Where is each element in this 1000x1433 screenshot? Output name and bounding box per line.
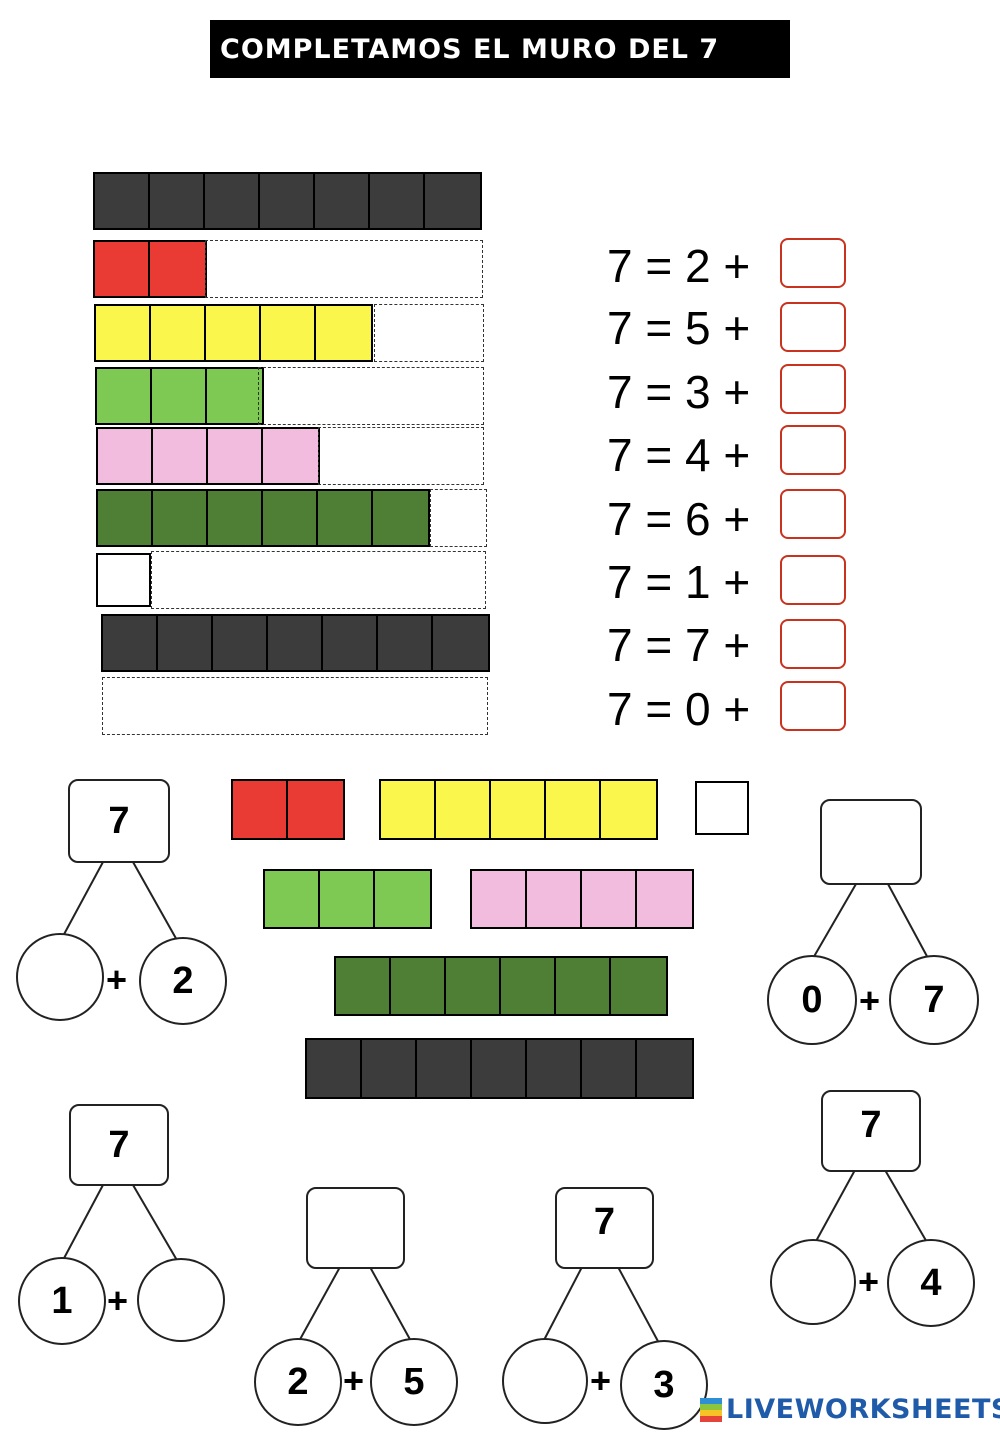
tree-left-circle[interactable]: 2: [254, 1338, 342, 1426]
tree-right-circle[interactable]: 4: [887, 1239, 975, 1327]
plus-sign: +: [343, 1360, 365, 1401]
piece-bar-6[interactable]: [334, 956, 668, 1016]
piece-bar-7[interactable]: [305, 1038, 694, 1099]
tree-left-circle[interactable]: [16, 933, 104, 1021]
tree-top-box[interactable]: 7: [555, 1187, 654, 1269]
equation-text: 7 = 0 +: [607, 683, 751, 735]
answer-box[interactable]: [780, 425, 846, 475]
tree-left-circle[interactable]: 0: [767, 955, 857, 1045]
wall-bar-7[interactable]: [101, 614, 490, 672]
equation-text: 7 = 3 +: [607, 366, 751, 418]
plus-sign: +: [590, 1360, 612, 1401]
answer-box[interactable]: [780, 555, 846, 605]
brand-logo: LIVEWORKSHEETS: [700, 1394, 1000, 1425]
piece-bar-3[interactable]: [263, 869, 432, 929]
equation-text: 7 = 7 +: [607, 619, 751, 671]
wall-bar-1[interactable]: [96, 553, 151, 607]
equation-text: 7 = 4 +: [607, 429, 751, 481]
wall-slot-4[interactable]: [258, 367, 484, 425]
piece-bar-1[interactable]: [695, 781, 749, 835]
plus-sign: +: [858, 1261, 880, 1302]
wall-slot-3[interactable]: [318, 427, 484, 485]
wall-bar-6[interactable]: [96, 489, 430, 547]
tree-left-circle[interactable]: [502, 1338, 588, 1424]
brand-name: LIVEWORKSHEETS: [726, 1394, 1000, 1425]
wall-bar-3[interactable]: [95, 367, 264, 425]
page-title: COMPLETAMOS EL MURO DEL 7: [210, 20, 790, 78]
tree-right-circle[interactable]: 3: [620, 1340, 708, 1430]
tree-top-box[interactable]: 7: [821, 1090, 921, 1172]
answer-box[interactable]: [780, 238, 846, 288]
plus-sign: +: [106, 959, 128, 1000]
answer-box[interactable]: [780, 681, 846, 731]
tree-right-circle[interactable]: 7: [889, 955, 979, 1045]
piece-bar-4[interactable]: [470, 869, 694, 929]
tree-right-circle[interactable]: [137, 1258, 225, 1342]
tree-left-circle[interactable]: 1: [18, 1257, 106, 1345]
answer-box[interactable]: [780, 619, 846, 669]
answer-box[interactable]: [780, 489, 846, 539]
wall-slot-2[interactable]: [374, 304, 484, 362]
plus-sign: +: [859, 980, 881, 1021]
equation-text: 7 = 6 +: [607, 493, 751, 545]
wall-bar-4[interactable]: [96, 427, 320, 485]
answer-box[interactable]: [780, 302, 846, 352]
piece-bar-5[interactable]: [379, 779, 658, 840]
plus-sign: +: [107, 1280, 129, 1321]
tree-top-box[interactable]: 7: [69, 1104, 169, 1186]
equation-text: 7 = 5 +: [607, 302, 751, 354]
wall-slot-5[interactable]: [205, 240, 483, 298]
wall-bar-5[interactable]: [94, 304, 373, 362]
equation-text: 7 = 1 +: [607, 556, 751, 608]
wall-slot-6[interactable]: [151, 551, 486, 609]
tree-top-box[interactable]: [306, 1187, 405, 1269]
answer-box[interactable]: [780, 364, 846, 414]
tree-right-circle[interactable]: 2: [139, 937, 227, 1025]
piece-bar-2[interactable]: [231, 779, 345, 840]
wall-slot-0[interactable]: [102, 677, 488, 735]
wall-bar-2[interactable]: [93, 240, 207, 298]
equation-text: 7 = 2 +: [607, 240, 751, 292]
wall-slot-1[interactable]: [430, 489, 487, 547]
liveworksheets-logo-icon: [700, 1397, 722, 1422]
tree-right-circle[interactable]: 5: [370, 1338, 458, 1426]
wall-bar-7-top[interactable]: [93, 172, 482, 230]
tree-top-box[interactable]: 7: [68, 779, 170, 863]
tree-top-box[interactable]: [820, 799, 922, 885]
tree-left-circle[interactable]: [770, 1239, 856, 1325]
